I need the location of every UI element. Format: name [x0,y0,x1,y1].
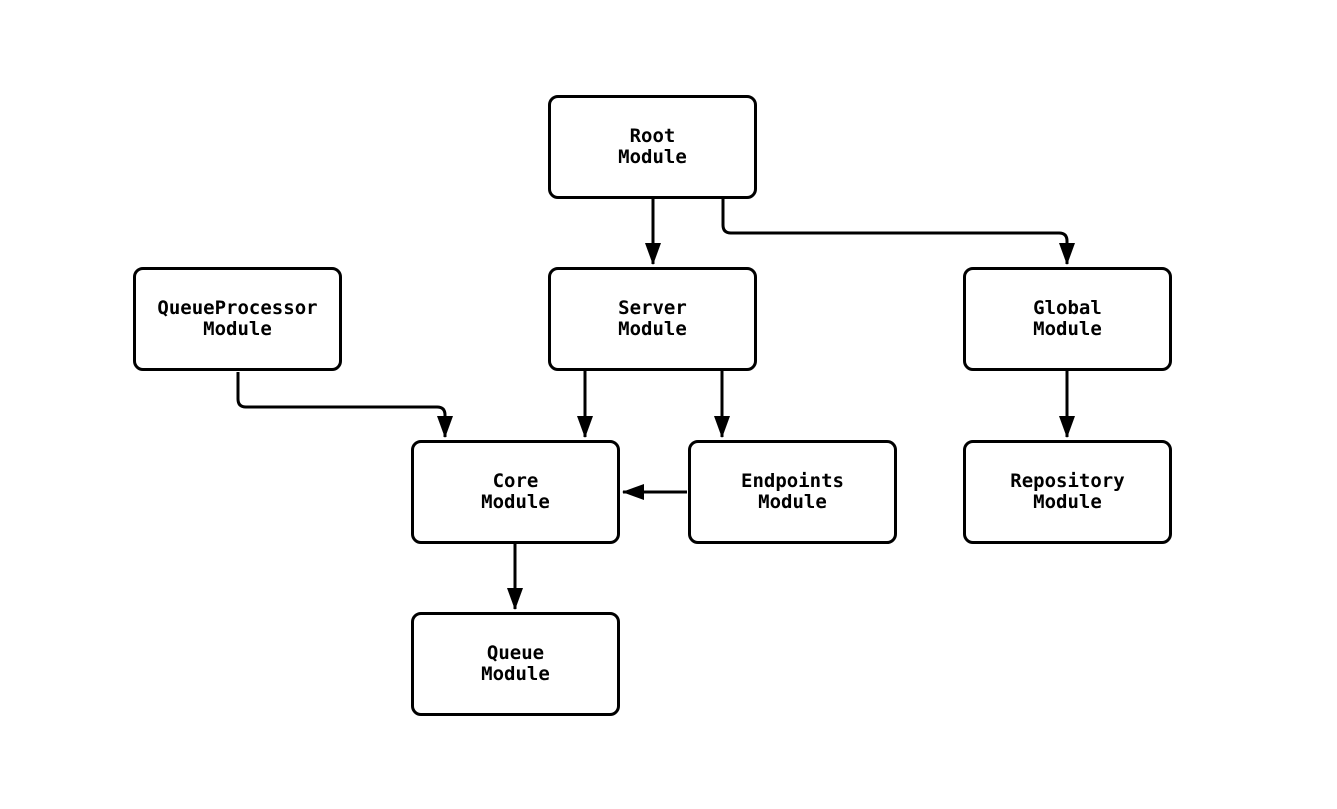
node-queue-module-label: Queue Module [481,642,550,685]
node-root-module: Root Module [548,95,757,199]
node-core-module-label: Core Module [481,470,550,513]
node-endpoints-module: Endpoints Module [688,440,897,544]
edge-queueprocessor-to-core [236,372,453,438]
node-server-module: Server Module [548,267,757,371]
node-queue-module: Queue Module [411,612,620,716]
node-repository-module: Repository Module [963,440,1172,544]
node-root-module-label: Root Module [618,125,687,168]
node-global-module-label: Global Module [1033,297,1102,340]
node-core-module: Core Module [411,440,620,544]
node-queueprocessor-module-label: QueueProcessor Module [157,297,318,340]
node-repository-module-label: Repository Module [1010,470,1125,513]
node-endpoints-module-label: Endpoints Module [741,470,844,513]
node-server-module-label: Server Module [618,297,687,340]
node-queueprocessor-module: QueueProcessor Module [133,267,342,371]
node-global-module: Global Module [963,267,1172,371]
edge-root-to-global [721,197,1075,265]
